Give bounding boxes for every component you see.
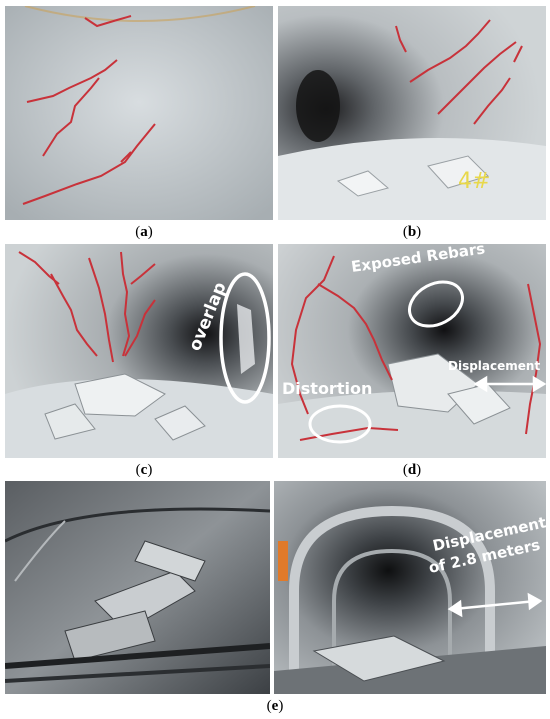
overlap-ellipse — [219, 272, 271, 404]
panel-c-photo: overlap — [5, 244, 273, 458]
exposed-rebars-ellipse — [408, 280, 464, 328]
crack-lines — [290, 255, 542, 441]
crack-lines — [395, 19, 523, 125]
displacement-2-8m-arrow — [447, 592, 543, 618]
crack-lines — [18, 251, 156, 363]
caption-a: (a) — [135, 224, 153, 240]
caption-c: (c) — [135, 462, 153, 478]
caption-e: (e) — [266, 698, 284, 714]
distortion-ellipse — [308, 404, 372, 444]
panel-a-photo — [5, 6, 273, 220]
displacement-label: Displacement — [448, 359, 540, 373]
caption-b: (b) — [402, 224, 422, 240]
caption-d: (d) — [402, 462, 422, 478]
panel-e-right-photo: Displacement of 2.8 meters — [274, 481, 546, 694]
panel-b-photo: 4# — [278, 6, 546, 220]
crack-lines — [22, 15, 156, 205]
marker-4: 4# — [458, 169, 490, 194]
panel-e-left-photo — [5, 481, 270, 694]
panel-d-photo: Exposed Rebars Distortion Displacement — [278, 244, 546, 458]
displacement-arrow — [473, 375, 546, 393]
distortion-label: Distortion — [282, 379, 372, 398]
